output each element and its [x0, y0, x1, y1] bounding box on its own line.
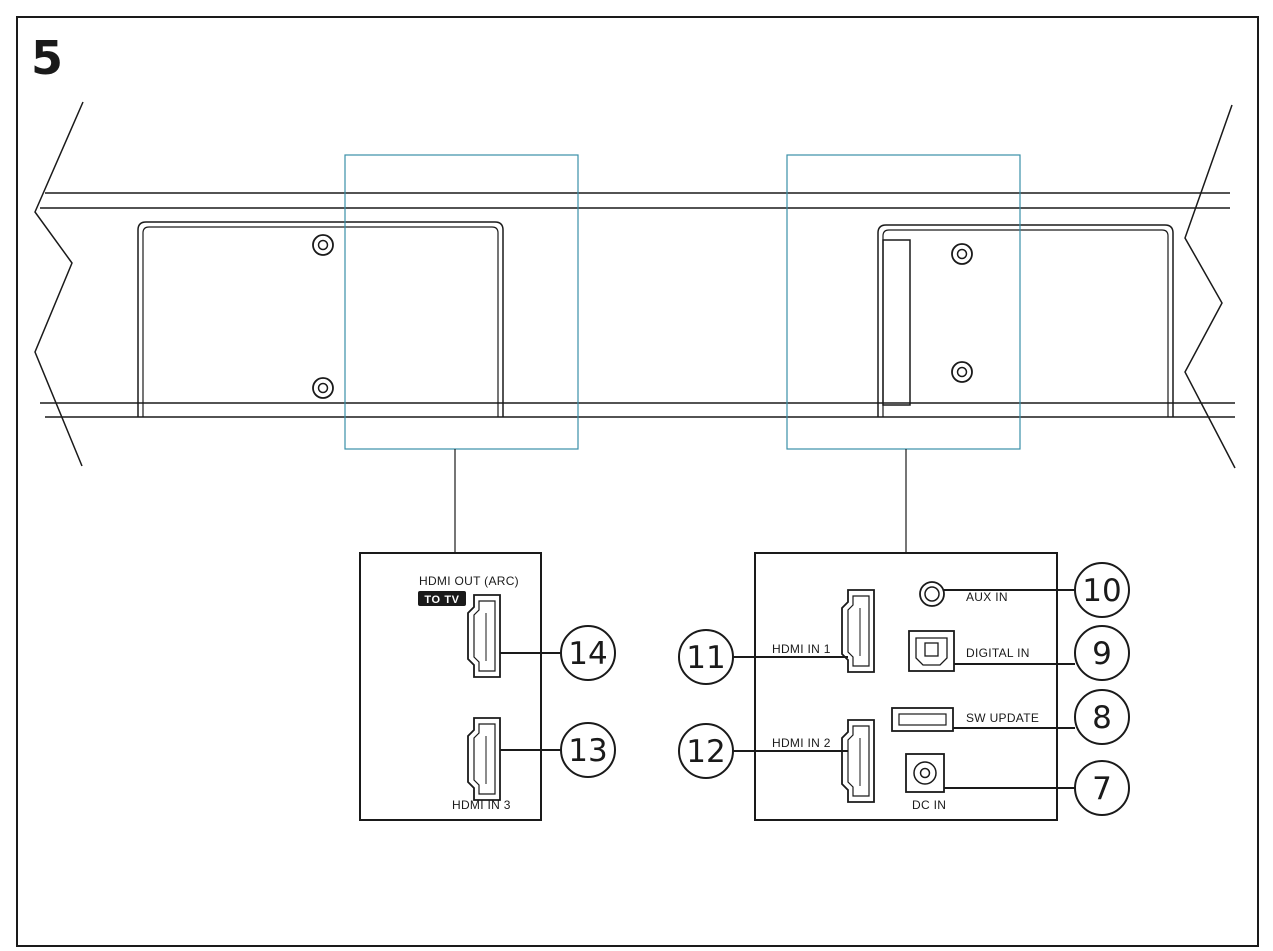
- soundbar-rear-view: [34, 101, 1236, 469]
- screw-icon: [951, 243, 973, 265]
- svg-text:14: 14: [568, 636, 607, 672]
- screw-icon: [312, 234, 334, 256]
- right-break-line: [1184, 104, 1236, 469]
- svg-text:11: 11: [686, 640, 725, 676]
- digital-in-label: DIGITAL IN: [966, 646, 1030, 660]
- left-break-line: [34, 101, 84, 467]
- hdmi-in-2-label: HDMI IN 2: [772, 736, 831, 750]
- hdmi-in-3-port-icon: [467, 717, 501, 801]
- figure-border: [16, 16, 1259, 947]
- to-tv-badge-text: TO TV: [424, 594, 459, 606]
- to-tv-badge: [418, 591, 466, 606]
- svg-text:12: 12: [686, 734, 725, 770]
- callout-13: 13: [560, 722, 616, 778]
- aux-in-jack-icon: [919, 581, 945, 607]
- aux-in-label: AUX IN: [966, 590, 1008, 604]
- svg-text:10: 10: [1082, 573, 1121, 609]
- hdmi-in-1-label: HDMI IN 1: [772, 642, 831, 656]
- svg-text:9: 9: [1092, 636, 1112, 672]
- screw-icon: [312, 377, 334, 399]
- right-zoom-box: [786, 154, 1021, 450]
- callout-10: 10: [1074, 562, 1130, 618]
- screw-icon: [951, 361, 973, 383]
- left-zoom-box: [344, 154, 579, 450]
- sw-update-label: SW UPDATE: [966, 711, 1039, 725]
- callout-7: 7: [1074, 760, 1130, 816]
- left-recess: [137, 221, 504, 417]
- hdmi-in-3-label: HDMI IN 3: [452, 798, 511, 812]
- hdmi-out-port-icon: [467, 594, 501, 678]
- dc-in-power-jack-icon: [905, 753, 945, 793]
- svg-text:13: 13: [568, 733, 607, 769]
- digital-in-optical-port-icon: [908, 630, 955, 672]
- hdmi-in-2-port-icon: [841, 719, 875, 803]
- callout-9: 9: [1074, 625, 1130, 681]
- left-detail-panel: HDMI OUT (ARC) TO TV 14 13 HDMI IN 3: [359, 552, 616, 821]
- dc-in-label: DC IN: [912, 798, 946, 812]
- callout-8: 8: [1074, 689, 1130, 745]
- right-recess: [877, 224, 1174, 417]
- svg-text:8: 8: [1092, 700, 1112, 736]
- hdmi-out-label: HDMI OUT (ARC): [419, 574, 519, 588]
- svg-text:7: 7: [1092, 771, 1112, 807]
- callout-11: 11: [678, 629, 734, 685]
- sw-update-usb-port-icon: [891, 707, 954, 732]
- callout-14: 14: [560, 625, 616, 681]
- hdmi-in-1-port-icon: [841, 589, 875, 673]
- step-number: 5: [31, 31, 63, 85]
- right-detail-panel: 11 HDMI IN 1 12 HDMI IN 2 AUX IN: [678, 552, 1130, 821]
- callout-12: 12: [678, 723, 734, 779]
